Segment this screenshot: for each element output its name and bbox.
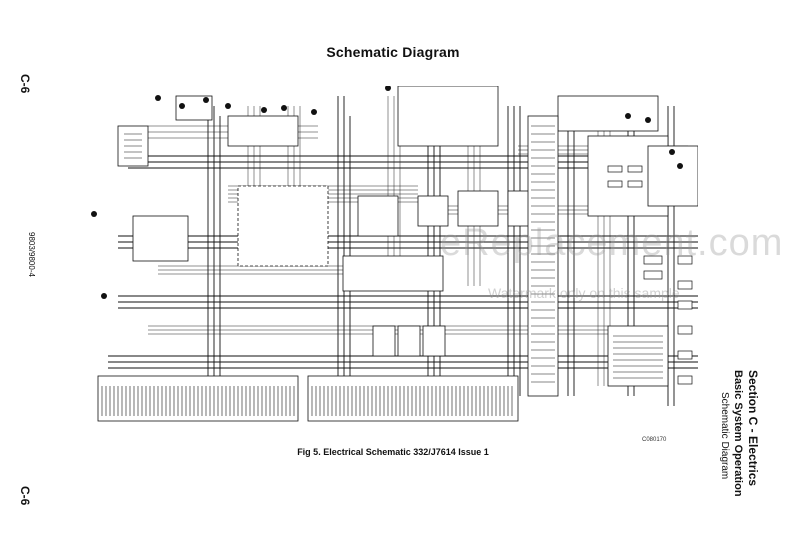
electrical-schematic xyxy=(91,86,698,422)
watermark-subtitle: Watermark only on this sample xyxy=(488,285,680,301)
figure-reference: C080170 xyxy=(642,437,667,443)
section-title: Section C - Electrics xyxy=(746,370,760,487)
page-title: Schematic Diagram xyxy=(326,44,460,60)
document-code: 9803/9800-4 xyxy=(27,232,36,277)
watermark: eReplacement.com xyxy=(440,222,784,264)
section-topic: Schematic Diagram xyxy=(719,392,730,480)
figure-caption: Fig 5. Electrical Schematic 332/J7614 Is… xyxy=(297,447,489,457)
section-subtitle: Basic System Operation xyxy=(732,370,744,497)
page-number-top: C-6 xyxy=(18,74,32,94)
page-number-bottom: C-6 xyxy=(18,486,32,506)
